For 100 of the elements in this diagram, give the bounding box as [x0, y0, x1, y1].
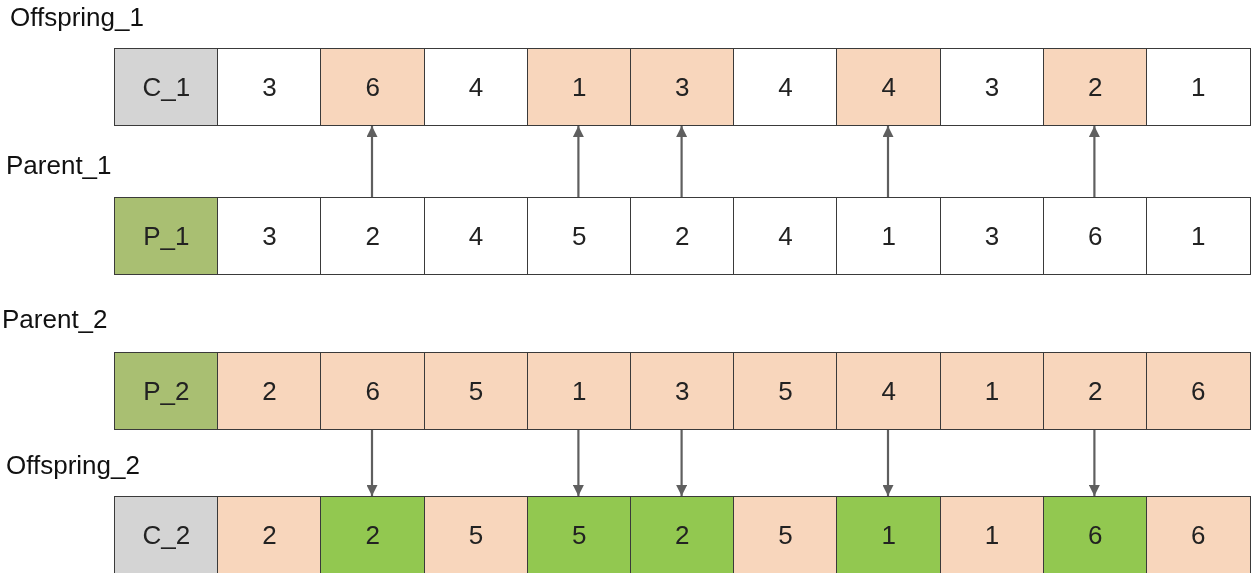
cell-value: 3	[262, 220, 277, 252]
cell-value: 3	[675, 375, 690, 407]
cell-value: 2	[675, 220, 690, 252]
cell-value: 1	[571, 71, 587, 103]
arrow	[572, 126, 584, 197]
cell-value: 6	[1087, 220, 1103, 252]
cell-value: 5	[468, 375, 484, 407]
cell-value: 6	[365, 375, 380, 407]
row-title: Parent_1	[6, 150, 112, 181]
gene-cell	[320, 496, 426, 573]
gene-cell	[733, 496, 838, 573]
gene-cell	[423, 48, 529, 126]
cell-value: 1	[984, 375, 1000, 407]
gene-cell	[320, 197, 426, 275]
arrow	[1088, 126, 1100, 197]
row-title: Parent_2	[2, 304, 108, 335]
arrow	[676, 430, 688, 496]
gene-cell	[217, 48, 322, 126]
cell-value: 1	[881, 519, 896, 551]
cell-value: 6	[365, 71, 380, 103]
gene-cell	[939, 496, 1045, 573]
gene-cell	[217, 197, 322, 275]
gene-cell	[217, 496, 322, 573]
cell-value: 4	[881, 71, 896, 103]
arrow	[676, 126, 688, 197]
gene-cell	[836, 48, 942, 126]
gene-cell	[526, 48, 632, 126]
gene-cell	[939, 352, 1045, 430]
cell-value: 1	[1191, 220, 1206, 252]
cell-value: 4	[881, 375, 896, 407]
gene-cell	[836, 496, 942, 573]
cell-value: 2	[262, 519, 277, 551]
gene-cell	[1146, 197, 1251, 275]
cell-value: 5	[571, 220, 587, 252]
cell-value: 4	[468, 71, 484, 103]
gene-cell	[1042, 352, 1148, 430]
cell-value: 3	[262, 71, 277, 103]
gene-cell	[1146, 352, 1251, 430]
arrow	[366, 126, 378, 197]
arrow	[572, 430, 584, 496]
row-label-box	[114, 197, 219, 275]
arrow	[882, 430, 894, 496]
cell-value: 1	[1191, 71, 1206, 103]
cell-value: 3	[984, 71, 1000, 103]
cell-value: 2	[675, 519, 690, 551]
cell-value: 5	[778, 375, 793, 407]
gene-cell	[526, 496, 632, 573]
cell-value: 5	[571, 519, 587, 551]
gene-cell	[526, 352, 632, 430]
cell-value: C_1	[142, 71, 191, 103]
gene-cell	[733, 352, 838, 430]
gene-cell	[1146, 496, 1251, 573]
cell-value: 4	[778, 71, 793, 103]
gene-cell	[733, 197, 838, 275]
cell-value: 2	[365, 519, 380, 551]
gene-cell	[1042, 197, 1148, 275]
gene-cell	[217, 352, 322, 430]
cell-value: 5	[778, 519, 793, 551]
gene-cell	[939, 48, 1045, 126]
cell-value: 2	[365, 220, 380, 252]
arrow	[366, 430, 378, 496]
cell-value: 3	[675, 71, 690, 103]
gene-cell	[320, 352, 426, 430]
row-label-box	[114, 48, 219, 126]
cell-value: 2	[1087, 71, 1103, 103]
gene-cell	[423, 197, 529, 275]
cell-value: 2	[1087, 375, 1103, 407]
cell-value: 4	[468, 220, 484, 252]
gene-cell	[630, 48, 735, 126]
cell-value: 1	[984, 519, 1000, 551]
row-label-box	[114, 352, 219, 430]
row-label-box	[114, 496, 219, 573]
gene-cell	[1042, 496, 1148, 573]
cell-value: 6	[1191, 375, 1206, 407]
cell-value: 2	[262, 375, 277, 407]
cell-value: 1	[881, 220, 896, 252]
row-title: Offspring_2	[6, 450, 140, 481]
gene-cell	[630, 197, 735, 275]
gene-cell	[733, 48, 838, 126]
cell-value: C_2	[142, 519, 191, 551]
gene-cell	[939, 197, 1045, 275]
gene-cell	[630, 352, 735, 430]
row-title: Offspring_1	[10, 2, 144, 33]
gene-cell	[1146, 48, 1251, 126]
gene-cell	[836, 352, 942, 430]
cell-value: 3	[984, 220, 1000, 252]
cell-value: 6	[1087, 519, 1103, 551]
gene-cell	[630, 496, 735, 573]
arrow	[1088, 430, 1100, 496]
cell-value: 5	[468, 519, 484, 551]
arrow	[882, 126, 894, 197]
gene-cell	[423, 496, 529, 573]
cell-value: P_1	[143, 220, 190, 252]
gene-cell	[1042, 48, 1148, 126]
gene-cell	[320, 48, 426, 126]
gene-cell	[836, 197, 942, 275]
cell-value: P_2	[143, 375, 190, 407]
cell-value: 1	[571, 375, 587, 407]
cell-value: 6	[1191, 519, 1206, 551]
cell-value: 4	[778, 220, 793, 252]
